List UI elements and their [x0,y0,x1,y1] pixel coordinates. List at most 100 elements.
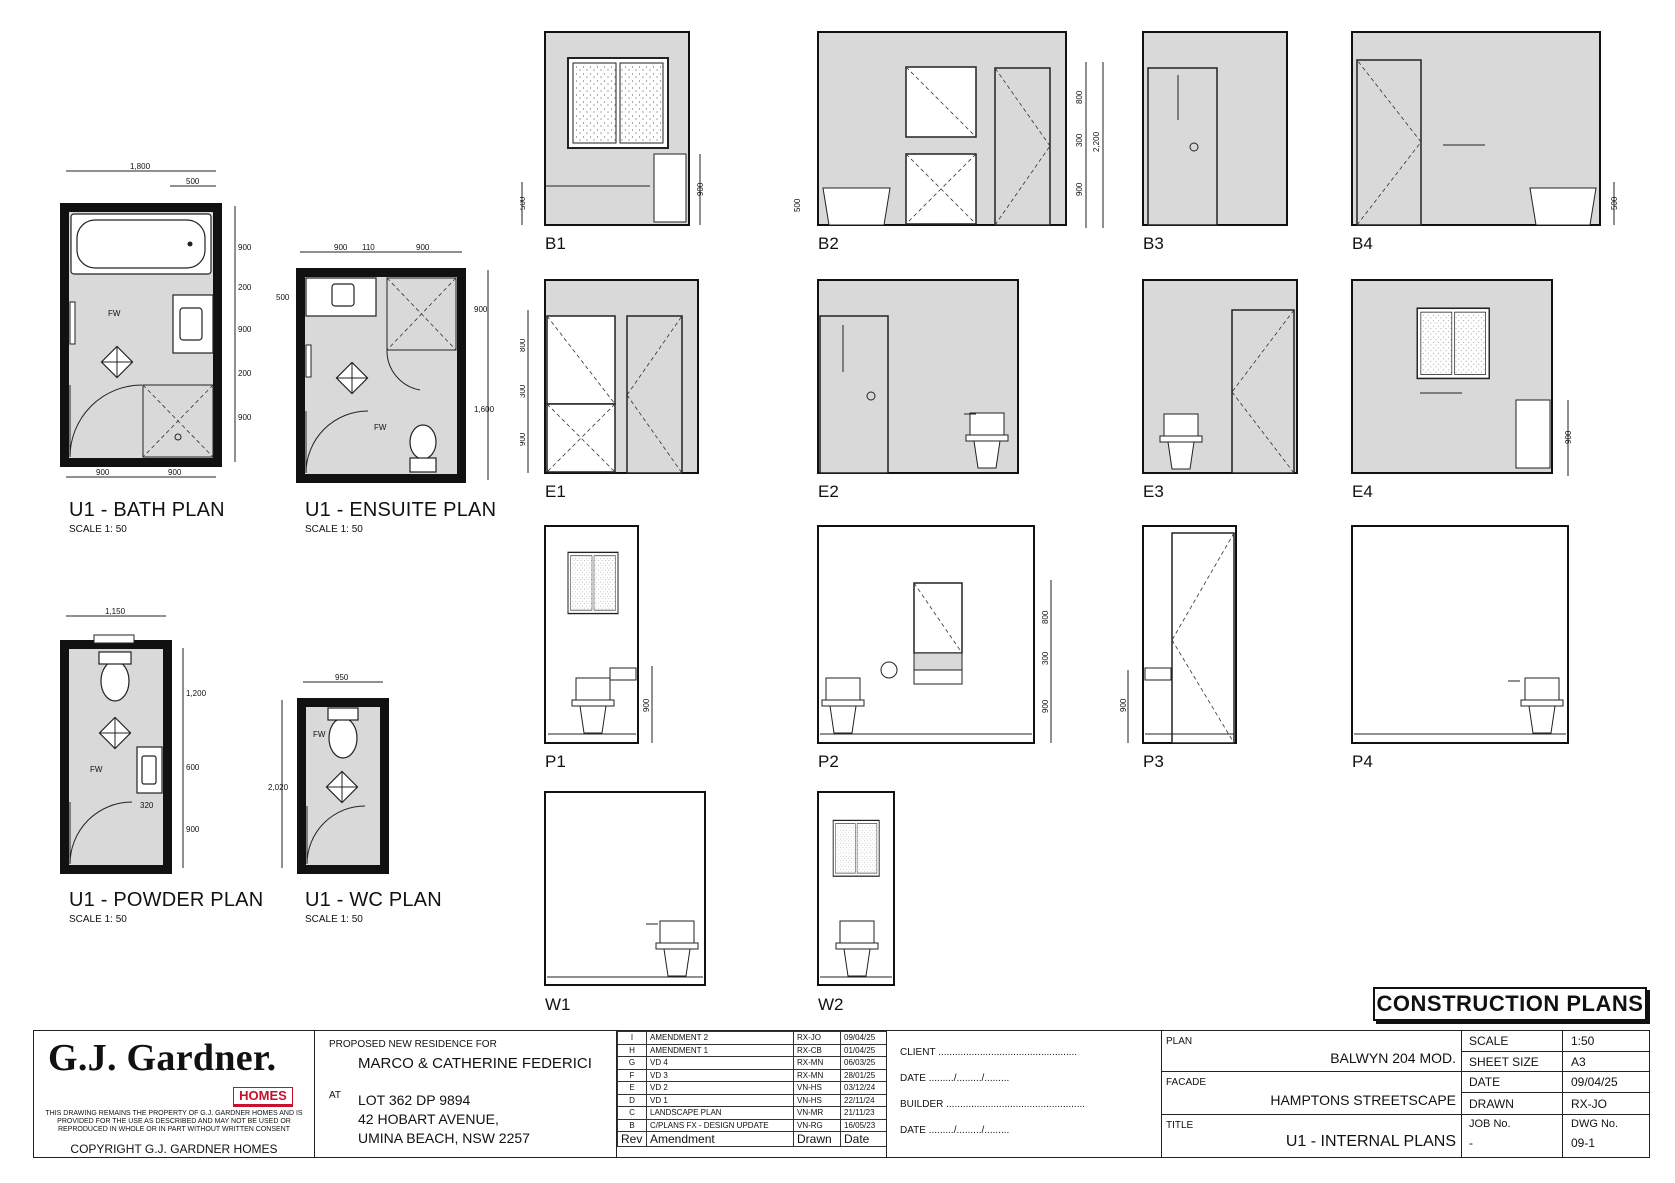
proposed-label: PROPOSED NEW RESIDENCE FOR [329,1039,497,1050]
rev-amendment: LANDSCAPE PLAN [646,1106,794,1120]
rev-date: 22/11/24 [840,1093,887,1107]
bath-dim-6: 200 [238,369,252,378]
wc-fw-label: FW [313,730,326,739]
plan-value: BALWYN 204 MOD. [1330,1050,1456,1066]
label-p1: P1 [545,752,566,771]
elevation-w2 [817,791,895,986]
elevation-e4 [1351,279,1569,476]
bath-fw-label: FW [108,309,121,318]
rev-amendment: AMENDMENT 1 [646,1043,794,1057]
rev-head-rev: Rev [617,1131,647,1147]
bath-dim-2: 500 [186,177,200,186]
elevation-b2 [817,31,1104,228]
bath-dim-3: 900 [238,243,252,252]
job-no-label: JOB No. [1469,1118,1511,1130]
ensuite-dim-5: 900 [474,305,488,314]
b2-dim-r2: 300 [1075,133,1084,147]
builder-signature-line: BUILDER ................................… [900,1099,1086,1110]
copyright-text: COPYRIGHT G.J. GARDNER HOMES [70,1142,278,1156]
elevation-p2 [817,525,1052,744]
rev-drawn: VN-MR [793,1106,841,1120]
elevation-p4 [1351,525,1569,744]
rev-code: C [617,1106,647,1120]
title-value: U1 - INTERNAL PLANS [1285,1133,1456,1150]
powder-dim-1: 1,150 [105,607,126,616]
powder-dim-2: 1,200 [186,689,207,698]
ensuite-dim-3: 900 [416,243,430,252]
bath-dim-9: 900 [168,468,182,477]
label-e1: E1 [545,482,566,501]
dwg-cell [1562,1114,1650,1158]
rev-date: 21/11/23 [840,1106,887,1120]
drawn-label: DRAWN [1469,1097,1514,1111]
ensuite-plan-scale: SCALE 1: 50 [305,524,363,535]
rev-drawn: RX-MN [793,1068,841,1082]
wc-dim-2: 2,020 [268,783,289,792]
rev-date: 28/01/25 [840,1068,887,1082]
ensuite-plan-title: U1 - ENSUITE PLAN [305,499,497,521]
rev-head-amendment: Amendment [646,1131,794,1147]
floor-plans-drawing: FW 1,800 500 900 200 900 200 900 900 900 [60,162,495,874]
ensuite-fw-label: FW [374,423,387,432]
rev-code: I [617,1031,647,1045]
label-e3: E3 [1143,482,1164,501]
p2-dim-1: 800 [1041,610,1050,624]
p2-dim-3: 900 [1041,699,1050,713]
client-date-line: DATE ........./........./......... [900,1073,1010,1084]
plan-label: PLAN [1166,1036,1193,1047]
rev-date: 03/12/24 [840,1081,887,1095]
rev-amendment: VD 2 [646,1081,794,1095]
bath-plan: FW 1,800 500 900 200 900 200 900 900 900 [60,162,252,478]
elevation-p1 [544,525,653,744]
builder-date-line: DATE ........./........./......... [900,1125,1010,1136]
job-no-value: - [1469,1136,1473,1150]
date-label: DATE [1469,1075,1501,1089]
rev-code: F [617,1068,647,1082]
b1-dim-left: 500 [520,196,527,210]
ensuite-dim-1: 900 [334,243,348,252]
powder-plan-scale: SCALE 1: 50 [69,914,127,925]
bath-plan-scale: SCALE 1: 50 [69,524,127,535]
rev-code: G [617,1056,647,1070]
label-p4: P4 [1352,752,1373,771]
e1-dim-3: 900 [520,432,527,446]
label-b1: B1 [545,234,566,253]
label-p2: P2 [818,752,839,771]
b2-dim-r3: 900 [1075,182,1084,196]
construction-plans-stamp: CONSTRUCTION PLANS [1373,987,1647,1021]
address-line-3: UMINA BEACH, NSW 2257 [358,1130,530,1146]
rev-date: 09/04/25 [840,1031,887,1045]
rev-date: 06/03/25 [840,1056,887,1070]
brand-logo: G.J. Gardner. [48,1037,277,1079]
rev-code: D [617,1093,647,1107]
facade-label: FACADE [1166,1077,1207,1088]
ensuite-dim-2: 110 [362,243,375,252]
rev-drawn: RX-MN [793,1056,841,1070]
title-block-address-cell [314,1030,617,1158]
facade-value: HAMPTONS STREETSCAPE [1270,1092,1456,1108]
elevations-drawing: 500 900 500 800 300 900 2,200 500 [520,31,1619,986]
rev-amendment: C/PLANS FX - DESIGN UPDATE [646,1118,794,1132]
sheet-size-label: SHEET SIZE [1469,1055,1539,1069]
address-line-1: LOT 362 DP 9894 [358,1092,471,1108]
drawn-value: RX-JO [1571,1097,1607,1111]
e1-dim-2: 300 [520,384,527,398]
ensuite-plan: FW 900 110 900 500 900 1,600 [276,243,495,483]
p2-dim-2: 300 [1041,651,1050,665]
e4-dim-right: 900 [1564,430,1573,444]
bath-dim-5: 900 [238,325,252,334]
rev-drawn: VN-HS [793,1093,841,1107]
rev-drawn: VN-RG [793,1118,841,1132]
label-e4: E4 [1352,482,1373,501]
dwg-no-value: 09-1 [1571,1136,1596,1150]
wc-plan: FW 950 2,020 [268,673,389,874]
disclaimer-text: THIS DRAWING REMAINS THE PROPERTY OF G.J… [45,1110,303,1133]
rev-drawn: RX-JO [793,1031,841,1045]
wc-dim-1: 950 [335,673,349,682]
client-name: MARCO & CATHERINE FEDERICI [358,1055,592,1072]
